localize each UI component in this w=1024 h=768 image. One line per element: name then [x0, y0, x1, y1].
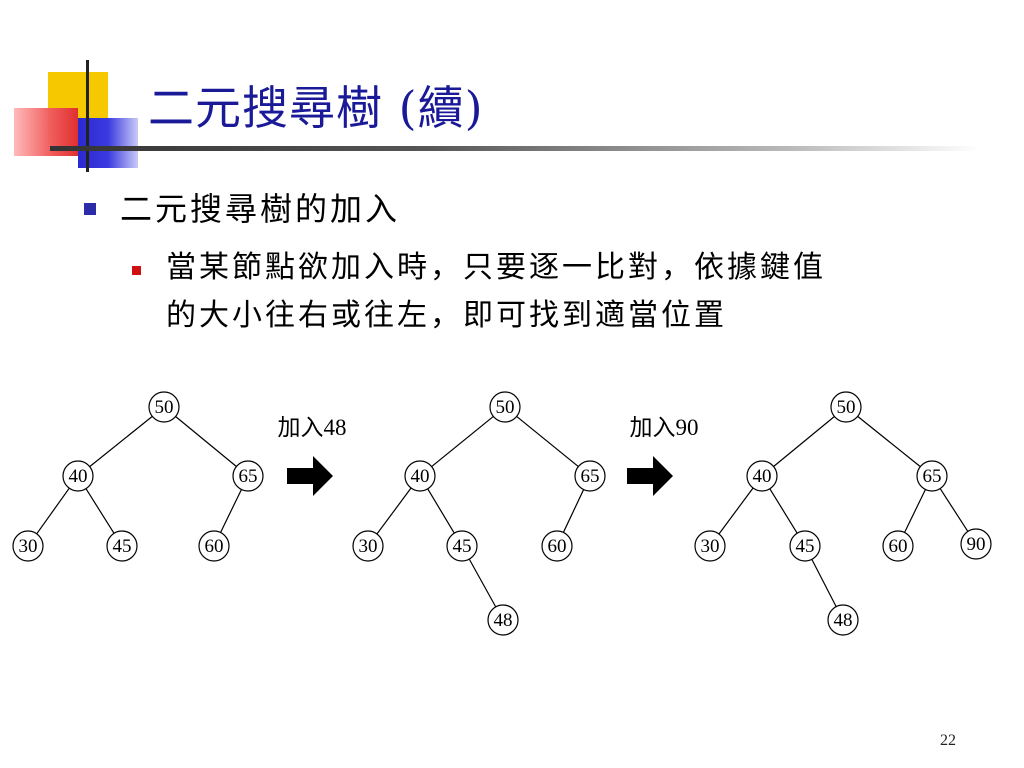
tree-edge — [468, 558, 497, 608]
tree-edge — [773, 416, 835, 467]
operation-label: 加入48 — [278, 415, 347, 440]
tree-node: 48 — [487, 604, 519, 636]
page-number: 22 — [940, 732, 956, 749]
node-label: 30 — [19, 536, 38, 557]
node-circle — [830, 391, 862, 423]
bst-tree-1: 50 40 65 30 45 60 — [12, 391, 264, 562]
node-circle — [789, 530, 821, 562]
node-label: 90 — [967, 534, 986, 555]
node-label: 45 — [453, 536, 472, 557]
tree-node: 40 — [404, 460, 436, 492]
node-circle — [106, 530, 138, 562]
node-label: 50 — [496, 397, 515, 418]
bullet-level1-text: 二元搜尋樹的加入 — [120, 190, 401, 228]
node-circle — [198, 530, 230, 562]
node-label: 40 — [69, 466, 88, 487]
right-arrow-icon — [287, 456, 333, 496]
tree-edge — [89, 415, 153, 468]
bst-diagram: 50 40 65 30 45 60 50 40 65 30 45 60 48 50 40 65 30 45 60 90… — [12, 391, 992, 636]
tree-node: 50 — [489, 391, 521, 423]
node-circle — [487, 604, 519, 636]
tree-node: 30 — [12, 530, 44, 562]
node-circle — [827, 604, 859, 636]
node-circle — [62, 460, 94, 492]
tree-edge — [562, 489, 585, 533]
node-circle — [12, 530, 44, 562]
node-circle — [574, 460, 606, 492]
tree-node: 30 — [694, 530, 726, 562]
node-label: 30 — [701, 536, 720, 557]
tree-edge — [939, 488, 969, 532]
right-arrow-icon — [627, 456, 673, 496]
tree-node: 40 — [62, 460, 94, 492]
node-circle — [148, 391, 180, 423]
tree-node: 45 — [106, 530, 138, 562]
tree-node: 40 — [746, 460, 778, 492]
tree-edge — [516, 415, 579, 468]
tree-node: 60 — [198, 530, 230, 562]
node-label: 30 — [359, 536, 378, 557]
node-label: 50 — [155, 397, 174, 418]
tree-edge — [904, 489, 926, 533]
tree-edge — [220, 489, 242, 533]
node-label: 65 — [581, 466, 600, 487]
tree-node: 45 — [789, 530, 821, 562]
tree-node: 65 — [574, 460, 606, 492]
bullet-square-icon — [84, 203, 96, 215]
bst-tree-2: 50 40 65 30 45 60 48 — [352, 391, 606, 636]
node-circle — [916, 460, 948, 492]
tree-edge — [376, 487, 412, 535]
node-circle — [404, 460, 436, 492]
node-circle — [694, 530, 726, 562]
tree-edge — [769, 488, 798, 534]
node-circle — [882, 530, 914, 562]
bullet-level2-line2: 的大小往右或往左，即可找到適當位置 — [166, 298, 727, 333]
node-label: 65 — [239, 466, 258, 487]
tree-node: 30 — [352, 530, 384, 562]
bst-tree-3: 50 40 65 30 45 60 90 48 — [694, 391, 992, 636]
bullet-square-small-icon — [132, 266, 141, 275]
tree-node: 90 — [960, 528, 992, 560]
tree-node: 65 — [232, 460, 264, 492]
tree-edge — [175, 416, 237, 467]
node-circle — [746, 460, 778, 492]
node-label: 45 — [796, 536, 815, 557]
node-circle — [232, 460, 264, 492]
title-underline — [50, 146, 980, 151]
tree-node: 50 — [148, 391, 180, 423]
tree-edge — [811, 559, 837, 607]
tree-edge — [431, 415, 494, 468]
node-circle — [489, 391, 521, 423]
node-label: 60 — [889, 536, 908, 557]
node-label: 48 — [494, 610, 513, 631]
node-label: 40 — [411, 466, 430, 487]
tree-node: 50 — [830, 391, 862, 423]
tree-edge — [718, 487, 754, 535]
tree-edge — [857, 415, 921, 468]
deco-vertical-line — [86, 60, 89, 172]
tree-node: 60 — [882, 530, 914, 562]
tree-node: 45 — [446, 530, 478, 562]
slide-title: 二元搜尋樹 (續) — [148, 81, 484, 135]
node-label: 48 — [834, 610, 853, 631]
node-label: 45 — [113, 536, 132, 557]
node-circle — [446, 530, 478, 562]
node-label: 65 — [923, 466, 942, 487]
node-label: 60 — [205, 536, 224, 557]
node-label: 50 — [837, 397, 856, 418]
node-label: 60 — [548, 536, 567, 557]
node-label: 40 — [753, 466, 772, 487]
node-circle — [960, 528, 992, 560]
tree-node: 48 — [827, 604, 859, 636]
bullet-level2-line1: 當某節點欲加入時，只要逐一比對，依據鍵值 — [166, 250, 826, 285]
tree-edge — [85, 488, 115, 534]
node-circle — [541, 530, 573, 562]
tree-edge — [427, 488, 455, 534]
tree-node: 65 — [916, 460, 948, 492]
tree-edge — [36, 487, 70, 535]
operation-label: 加入90 — [630, 415, 699, 440]
node-circle — [352, 530, 384, 562]
tree-node: 60 — [541, 530, 573, 562]
